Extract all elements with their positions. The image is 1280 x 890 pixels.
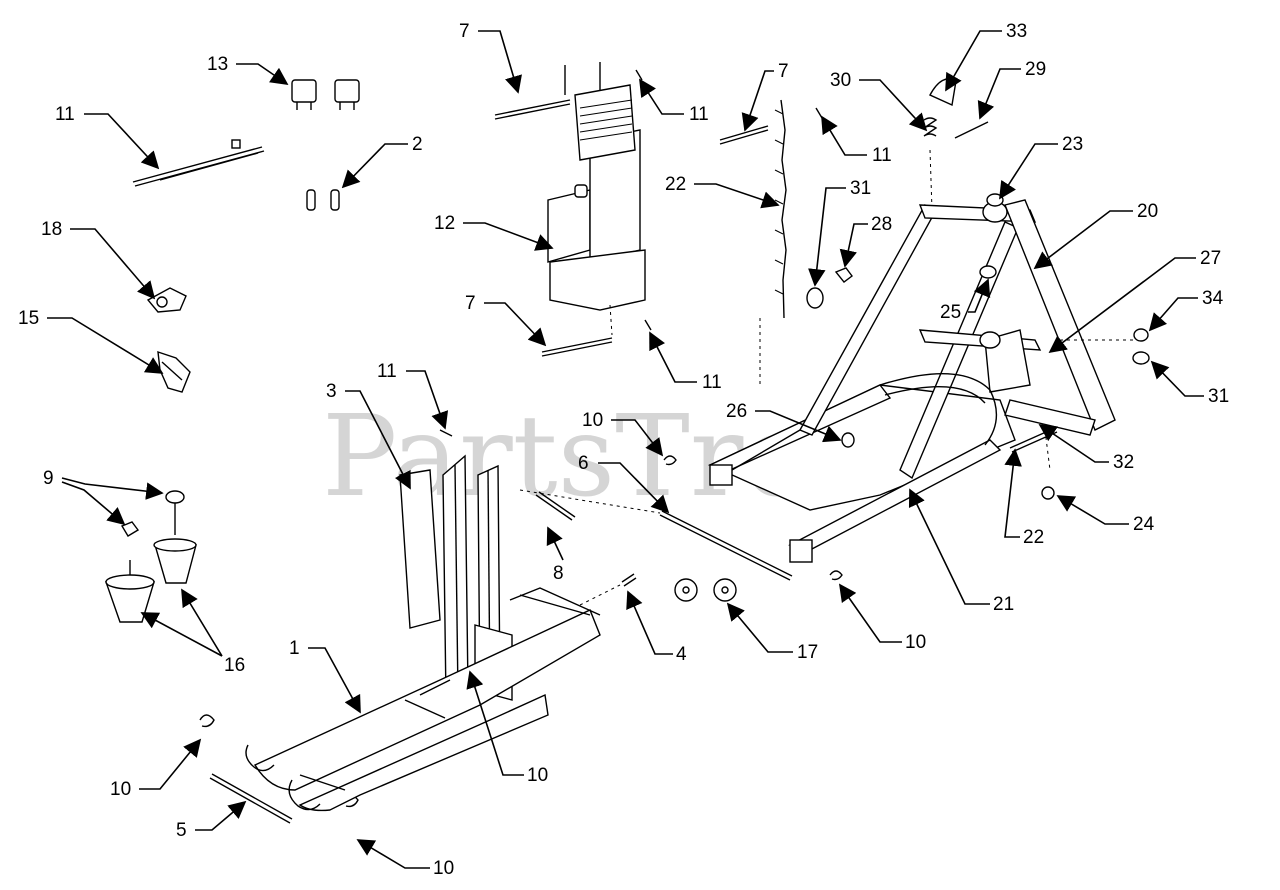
callout-1: 1 <box>289 638 300 659</box>
callout-13: 12 <box>434 213 455 234</box>
callout-6: 6 <box>578 453 589 474</box>
part-9-16-feet <box>105 490 197 623</box>
callout-18: 18 <box>41 219 62 240</box>
callouts: 7 13 11 2 11 12 18 15 7 11 7 11 <box>18 21 1229 879</box>
part-17-3 <box>579 573 737 606</box>
callout-25: 26 <box>726 401 747 422</box>
part-13-jack <box>547 62 646 336</box>
callout-10d: 10 <box>433 858 454 879</box>
callout-7a: 7 <box>459 21 470 42</box>
part-11-clips <box>635 69 823 331</box>
part-18-bracket <box>146 287 187 313</box>
callout-10b: 10 <box>905 632 926 653</box>
callout-17: 17 <box>797 642 818 663</box>
callout-10a: 10 <box>582 410 603 431</box>
callout-30: 30 <box>830 70 851 91</box>
callout-7c: 7 <box>778 61 789 82</box>
sled-frame-assembly <box>209 429 601 824</box>
part-12-rod <box>132 139 265 187</box>
part-14-clips <box>291 79 360 110</box>
callout-2: 3 <box>326 381 337 402</box>
callout-19: 20 <box>1137 201 1158 222</box>
part-4-pins <box>306 189 340 211</box>
callout-12: 11 <box>55 104 75 125</box>
part-6-pin <box>519 489 793 581</box>
callout-3: 4 <box>676 644 687 665</box>
callout-11c: 11 <box>872 145 892 166</box>
part-15-latch <box>157 350 191 393</box>
callout-15: 15 <box>18 308 39 329</box>
callout-22: 22 <box>1023 527 1044 548</box>
callout-10c: 10 <box>110 779 131 800</box>
callout-11d: 11 <box>377 361 397 382</box>
callout-8: 10 <box>527 765 548 786</box>
callout-11a: 11 <box>689 104 709 125</box>
callout-24: 25 <box>940 302 961 323</box>
part-7-pins <box>494 99 769 521</box>
callout-4: 2 <box>412 134 423 155</box>
callout-32: 32 <box>1113 452 1134 473</box>
part-28-chain <box>759 99 787 385</box>
callout-7d: 8 <box>553 563 564 584</box>
callout-21: 23 <box>1062 134 1083 155</box>
part-31-26-hardware <box>806 267 853 309</box>
callout-20: 21 <box>993 594 1014 615</box>
callout-23: 24 <box>1133 514 1155 535</box>
callout-16: 16 <box>224 655 245 676</box>
callout-9: 9 <box>43 468 54 489</box>
callout-27: 27 <box>1200 248 1221 269</box>
callout-31b: 31 <box>1208 386 1229 407</box>
callout-11b: 11 <box>702 372 722 393</box>
callout-26: 28 <box>871 214 892 235</box>
callout-33: 33 <box>1006 21 1027 42</box>
callout-14: 13 <box>207 54 228 75</box>
callout-28: 22 <box>665 174 686 195</box>
callout-34: 34 <box>1202 288 1224 309</box>
callout-7b: 7 <box>465 293 476 314</box>
callout-5: 5 <box>176 820 187 841</box>
part-30-33-29 <box>923 78 989 211</box>
callout-31a: 31 <box>850 178 871 199</box>
callout-29: 29 <box>1025 59 1046 80</box>
